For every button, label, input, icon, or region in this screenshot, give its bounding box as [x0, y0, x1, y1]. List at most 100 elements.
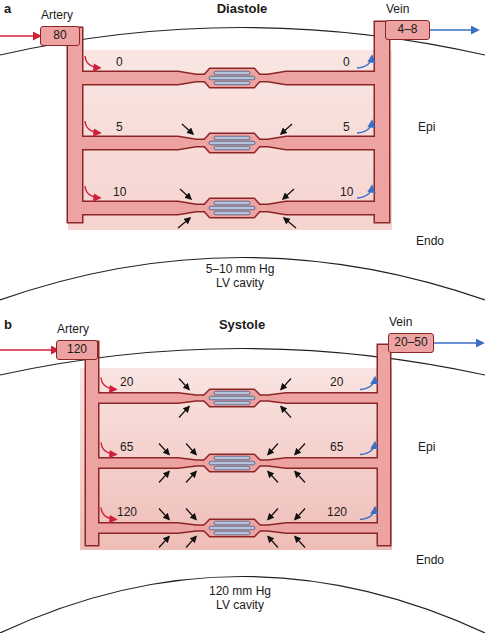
vessel-outline [202, 390, 262, 406]
flow-arrow [357, 186, 372, 198]
pressure-value: 10 [113, 185, 126, 199]
panel-letter: a [4, 2, 11, 16]
myocardium-wall [80, 368, 392, 550]
compression-arrow [159, 509, 169, 520]
pressure-value: 120 [57, 341, 97, 358]
myocardium-wall [68, 50, 392, 230]
flow-arrow [101, 443, 116, 455]
flow-arrow [85, 186, 100, 198]
vessel-name: Vein [389, 315, 412, 329]
pressure-value: 4–8 [386, 21, 429, 38]
capillary-cell [214, 521, 250, 525]
compression-arrow [268, 444, 278, 455]
vessel-outline [86, 342, 98, 545]
compression-arrow [295, 444, 305, 455]
vessel-outline [202, 520, 262, 536]
capillary-cell [214, 81, 250, 85]
compression-arrow [281, 124, 292, 134]
capillary-cell [214, 146, 250, 150]
capillary-cell [214, 391, 250, 395]
compression-arrow [186, 444, 196, 455]
vessel-lumen [86, 342, 98, 545]
flow-arrow [357, 56, 372, 68]
pressure-value: 10 [340, 185, 353, 199]
vein-end: Vein4–8 [385, 20, 430, 40]
pressure-value: 120 [117, 505, 137, 519]
outflow-arrow [430, 29, 478, 31]
compression-arrow [159, 537, 169, 548]
compression-arrow [268, 537, 278, 548]
inflow-arrow [0, 349, 58, 351]
capillary-cell [209, 461, 255, 465]
compression-arrow [159, 472, 169, 483]
vessel-lumen [202, 69, 262, 87]
artery-end: Artery120 [56, 340, 98, 360]
endocardium-line [0, 577, 485, 633]
compression-arrow [281, 407, 291, 418]
vessel-outline [80, 137, 377, 149]
compression-arrow [180, 189, 191, 199]
compression-arrow [283, 189, 294, 199]
capillary-cell [209, 76, 255, 80]
vessel-lumen [202, 455, 262, 471]
vessel-lumen [202, 390, 262, 406]
compression-arrow [268, 472, 278, 483]
vessel-lumen [375, 22, 389, 222]
vessel-lumen [68, 28, 82, 222]
pressure-value: 0 [343, 55, 350, 69]
vessel-outline [378, 345, 390, 545]
compression-arrow [284, 218, 296, 228]
compression-arrow [179, 407, 189, 418]
panel-illustration [0, 22, 485, 300]
pressure-value: 65 [330, 440, 343, 454]
layer-label: Endo [416, 553, 444, 567]
compression-arrow [186, 509, 196, 520]
outflow-arrow [434, 342, 483, 344]
capillary-cell [214, 136, 250, 140]
flow-arrow [101, 508, 116, 520]
vessel-outline [80, 72, 377, 84]
panel-illustration [0, 342, 485, 633]
vessel-lumen [202, 199, 262, 217]
inflow-arrow [0, 35, 40, 37]
capillary-cell [214, 201, 250, 205]
layer-label: Endo [416, 234, 444, 248]
capillary-cell [214, 456, 250, 460]
pressure-value: 0 [116, 55, 123, 69]
vessel-lumen [80, 202, 377, 214]
compression-arrow [159, 444, 169, 455]
vessel-outline [202, 69, 262, 87]
pressure-value: 20–50 [389, 334, 433, 351]
vessel-outline [375, 22, 389, 222]
vein-end: Vein20–50 [388, 333, 434, 353]
layer-label: Epi [418, 120, 435, 134]
pressure-value: 20 [120, 375, 133, 389]
vessel-name: Artery [41, 8, 73, 22]
vessel-lumen [80, 137, 377, 149]
vessel-lumen [80, 72, 377, 84]
flow-arrow [101, 378, 116, 390]
artery-end: Artery80 [40, 26, 80, 46]
panel-title: Diastole [217, 2, 268, 16]
vessel-lumen [378, 345, 390, 545]
vessel-outline [202, 199, 262, 217]
compression-arrow [295, 537, 305, 548]
compression-arrow [182, 124, 193, 134]
vessel-outline [202, 455, 262, 471]
capillary-cell [214, 401, 250, 405]
capillary-cell [214, 466, 250, 470]
flow-arrow [360, 443, 375, 455]
capillary-cell [214, 211, 250, 215]
compression-arrow [281, 379, 291, 390]
compression-arrow [186, 472, 196, 483]
capillary-cell [214, 71, 250, 75]
capillary-cell [209, 206, 255, 210]
vessel-outline [80, 202, 377, 214]
vessel-lumen [202, 134, 262, 152]
pressure-value: 120 [327, 505, 347, 519]
flow-arrow [360, 378, 375, 390]
pressure-value: 65 [120, 440, 133, 454]
capillary-cell [209, 396, 255, 400]
vessel-name: Artery [57, 322, 89, 336]
